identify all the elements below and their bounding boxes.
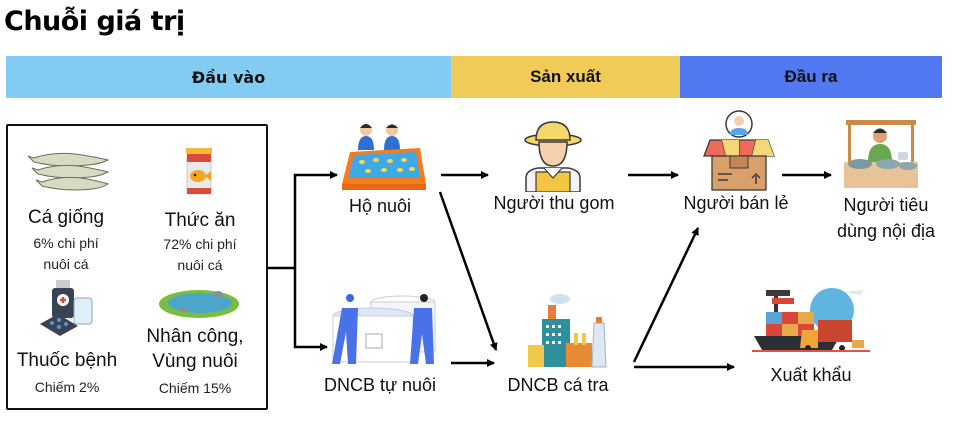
node-label-nguoi-thu-gom: Người thu gom (493, 193, 615, 213)
pangasius-processing-factory-icon (528, 294, 607, 368)
pond-icon (159, 290, 239, 318)
domestic-consumer-fish-market-icon (844, 120, 918, 188)
node-label-nguoi-tieu-dung-1: Người tiêu (843, 195, 929, 215)
arrow-ca-tra-to-ban-le (632, 227, 700, 363)
input-cost-thuc-an-sub: nuôi cá (177, 257, 223, 273)
input-label-nhan-cong: Nhân công, (146, 326, 244, 347)
fish-processing-company-farm-icon (332, 294, 436, 364)
stage-production-label: Sản xuất (530, 67, 601, 86)
stage-input-label: Đầu vào (191, 67, 266, 87)
retailer-shop-icon (703, 110, 775, 191)
arrow-inputs-to-ho-nuoi (293, 171, 338, 268)
node-label-ho-nuoi: Hộ nuôi (348, 196, 412, 216)
stage-input-band: Đầu vào (6, 56, 451, 98)
node-label-dncb-tu-nuoi: DNCB tự nuôi (323, 375, 437, 395)
page-title: Chuỗi giá trị (4, 6, 185, 37)
input-label-vung-nuoi: Vùng nuôi (152, 351, 238, 372)
arrow-inputs-to-dncb-tu-nuoi (293, 268, 328, 351)
input-label-thuc-an: Thức ăn (164, 210, 236, 231)
input-cost-ca-giong-sub: nuôi cá (43, 256, 89, 272)
stage-production-band: Sản xuất (451, 56, 680, 98)
collector-farmer-icon (524, 121, 582, 192)
arrow-ho-nuoi-to-dncb-ca-tra (438, 191, 498, 351)
node-label-nguoi-tieu-dung-2: dùng nội địa (836, 221, 936, 241)
medicine-icon (40, 280, 93, 336)
inputs-box (6, 124, 268, 410)
node-label-nguoi-ban-le: Người bán lẻ (683, 193, 789, 213)
input-label-thuoc-benh: Thuốc bệnh (16, 350, 118, 371)
input-label-ca-giong: Cá giống (27, 207, 105, 228)
input-share-thuoc-benh: Chiếm 2% (34, 379, 100, 395)
input-share-nhan-cong: Chiếm 15% (158, 380, 232, 396)
fish-farm-household-icon (342, 124, 426, 190)
input-cost-thuc-an: 72% chi phí (163, 236, 237, 252)
fish-icon (28, 152, 110, 191)
node-label-xuat-khau: Xuất khẩu (770, 365, 852, 385)
export-shipping-icon (752, 288, 870, 352)
stage-output-label: Đầu ra (784, 67, 838, 86)
input-cost-ca-giong: 6% chi phí (33, 235, 99, 251)
fish-feed-jar-icon (186, 148, 212, 195)
node-label-dncb-ca-tra: DNCB cá tra (507, 375, 609, 395)
stage-output-band: Đầu ra (680, 56, 942, 98)
